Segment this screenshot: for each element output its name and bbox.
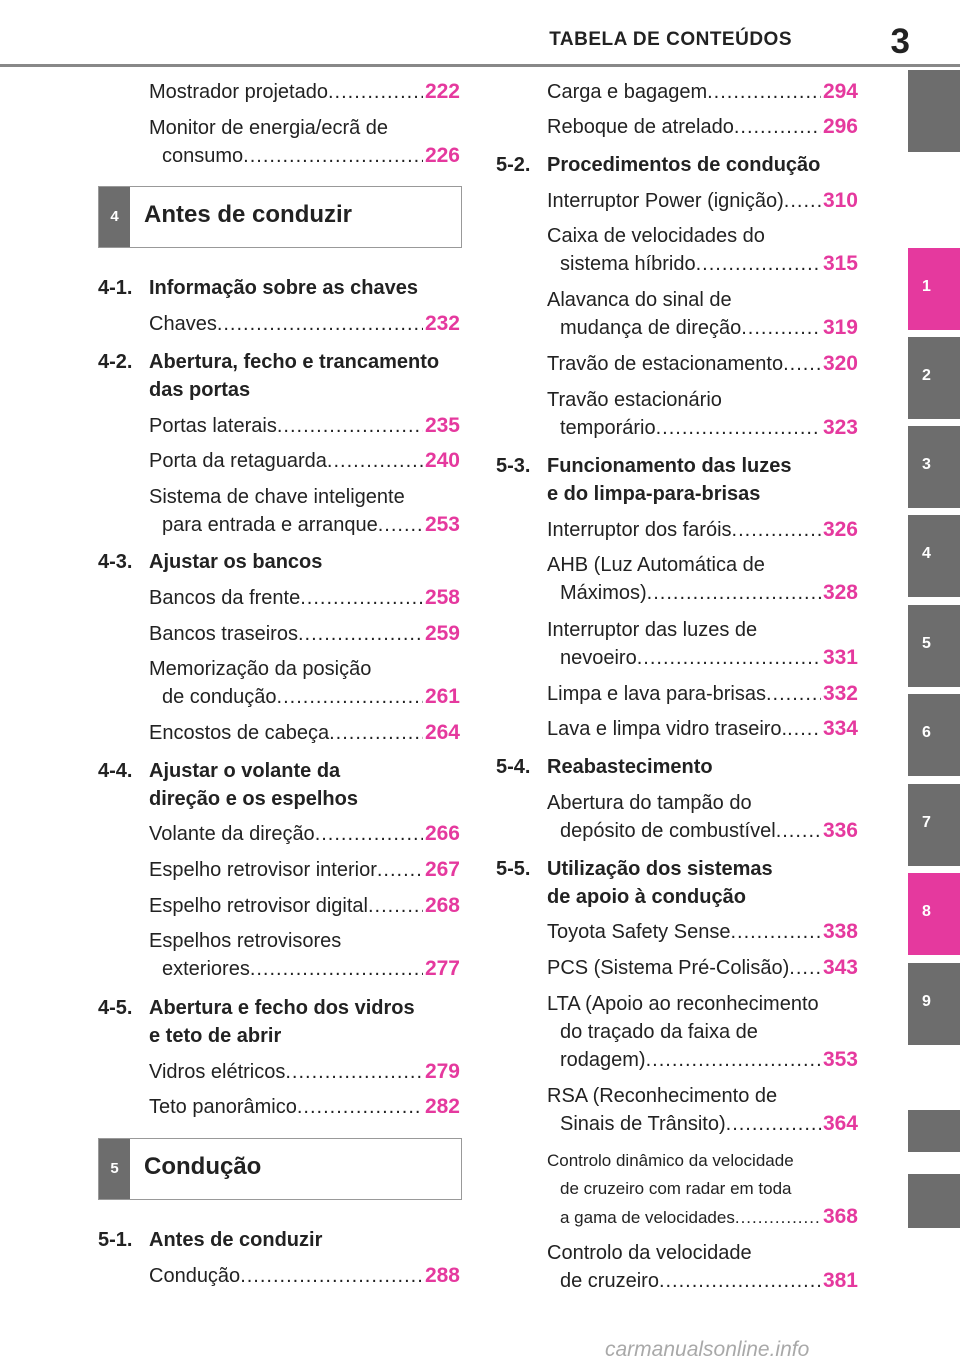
page-link: 320 [822, 352, 858, 375]
side-tab-1[interactable]: 1 [908, 248, 960, 330]
side-tab-4[interactable]: 4 [908, 515, 960, 597]
page-link: 226 [424, 144, 460, 167]
toc-entry[interactable]: Caixa de velocidades do sistema híbrido3… [547, 222, 858, 278]
page-link: 253 [424, 513, 460, 536]
toc-entry[interactable]: LTA (Apoio ao reconhecimento do traçado … [547, 990, 858, 1074]
toc-entry[interactable]: Controlo da velocidade de cruzeiro381 [547, 1239, 858, 1295]
page-link: 331 [822, 646, 858, 669]
page-link: 343 [822, 956, 858, 979]
chapter-tab: 5 [99, 1139, 130, 1199]
page-link: 353 [822, 1048, 858, 1071]
side-tab-3[interactable]: 3 [908, 426, 960, 508]
side-tab-blank [908, 1110, 960, 1152]
chapter-4-heading[interactable]: 4 Antes de conduzir [98, 186, 462, 248]
chapter-title: Antes de conduzir [144, 201, 353, 228]
toc-entry[interactable]: Vidros elétricos279 [149, 1058, 460, 1086]
header-title: TABELA DE CONTEÚDOS [549, 29, 792, 50]
toc-entry[interactable]: Espelho retrovisor interior267 [149, 856, 460, 884]
page-link: 268 [424, 894, 460, 917]
page-link: 323 [822, 416, 858, 439]
side-tab-blank [908, 70, 960, 152]
toc-entry[interactable]: Interruptor dos faróis326 [547, 516, 858, 544]
page-header: TABELA DE CONTEÚDOS 3 [0, 0, 960, 67]
toc-entry[interactable]: Porta da retaguarda240 [149, 447, 460, 475]
toc-entry[interactable]: Monitor de energia/ecrã de consumo226 [149, 114, 460, 170]
side-tab-5[interactable]: 5 [908, 605, 960, 687]
page-link: 332 [822, 682, 858, 705]
chapter-tab: 4 [99, 187, 130, 247]
chapter-5-heading[interactable]: 5 Condução [98, 1138, 462, 1200]
page-link: 267 [424, 858, 460, 881]
toc-entry[interactable]: Chaves232 [149, 310, 460, 338]
toc-entry[interactable]: Teto panorâmico282 [149, 1093, 460, 1121]
page-link: 364 [822, 1112, 858, 1135]
page-link: 326 [822, 518, 858, 541]
toc-entry[interactable]: Alavanca do sinal de mudança de direção3… [547, 286, 858, 342]
page-link: 319 [822, 316, 858, 339]
page-link: 282 [424, 1095, 460, 1118]
toc-entry[interactable]: Reboque de atrelado296 [547, 113, 858, 141]
toc-entry[interactable]: Interruptor das luzes de nevoeiro331 [547, 616, 858, 672]
toc-entry[interactable]: Espelhos retrovisores exteriores277 [149, 927, 460, 983]
page-link: 258 [424, 586, 460, 609]
toc-entry[interactable]: RSA (Reconhecimento de Sinais de Trânsit… [547, 1082, 858, 1138]
page-link: 368 [822, 1205, 858, 1228]
toc-entry[interactable]: Mostrador projetado222 [149, 78, 460, 106]
page-link: 240 [424, 449, 460, 472]
side-tab-6[interactable]: 6 [908, 694, 960, 776]
toc-entry[interactable]: Encostos de cabeça264 [149, 719, 460, 747]
page-link: 334 [822, 717, 858, 740]
page-link: 235 [424, 414, 460, 437]
page-link: 310 [822, 189, 858, 212]
toc-entry[interactable]: Espelho retrovisor digital268 [149, 892, 460, 920]
toc-entry[interactable]: Lava e limpa vidro traseiro.334 [547, 715, 858, 743]
page-link: 336 [822, 819, 858, 842]
side-tab-blank [908, 1174, 960, 1228]
toc-entry[interactable]: Toyota Safety Sense338 [547, 918, 858, 946]
page-link: 261 [424, 685, 460, 708]
page-link: 259 [424, 622, 460, 645]
toc-entry[interactable]: PCS (Sistema Pré-Colisão)343 [547, 954, 858, 982]
side-tab-7[interactable]: 7 [908, 784, 960, 866]
toc-entry[interactable]: Abertura do tampão do depósito de combus… [547, 789, 858, 845]
toc-entry[interactable]: Travão estacionário temporário323 [547, 386, 858, 442]
header-divider [0, 64, 960, 67]
toc-entry[interactable]: Limpa e lava para-brisas332 [547, 680, 858, 708]
side-tab-2[interactable]: 2 [908, 337, 960, 419]
toc-entry[interactable]: Portas laterais235 [149, 412, 460, 440]
page-link: 277 [424, 957, 460, 980]
toc-entry[interactable]: Condução288 [149, 1262, 460, 1290]
page-link: 279 [424, 1060, 460, 1083]
page-link: 338 [822, 920, 858, 943]
toc-entry[interactable]: Interruptor Power (ignição)310 [547, 187, 858, 215]
toc-entry[interactable]: AHB (Luz Automática de Máximos)328 [547, 551, 858, 607]
toc-entry[interactable]: Controlo dinâmico da velocidade de cruze… [547, 1147, 858, 1232]
toc-entry[interactable]: Bancos traseiros259 [149, 620, 460, 648]
page-link: 264 [424, 721, 460, 744]
chapter-title: Condução [144, 1153, 262, 1180]
toc-entry[interactable]: Volante da direção266 [149, 820, 460, 848]
page-link: 266 [424, 822, 460, 845]
toc-entry[interactable]: Memorização da posição de condução261 [149, 655, 460, 711]
page-number: 3 [890, 22, 910, 61]
side-tab-9[interactable]: 9 [908, 963, 960, 1045]
watermark: carmanualsonline.info [605, 1338, 810, 1361]
toc-entry[interactable]: Bancos da frente258 [149, 584, 460, 612]
toc-entry[interactable]: Travão de estacionamento320 [547, 350, 858, 378]
toc-entry[interactable]: Carga e bagagem294 [547, 78, 858, 106]
page-link: 315 [822, 252, 858, 275]
side-tab-8[interactable]: 8 [908, 873, 960, 955]
page-link: 296 [822, 115, 858, 138]
page-link: 222 [424, 80, 460, 103]
page-link: 328 [822, 581, 858, 604]
toc-entry[interactable]: Sistema de chave inteligente para entrad… [149, 483, 460, 539]
page-link: 232 [424, 312, 460, 335]
page-link: 294 [822, 80, 858, 103]
page-link: 381 [822, 1269, 858, 1292]
page-link: 288 [424, 1264, 460, 1287]
